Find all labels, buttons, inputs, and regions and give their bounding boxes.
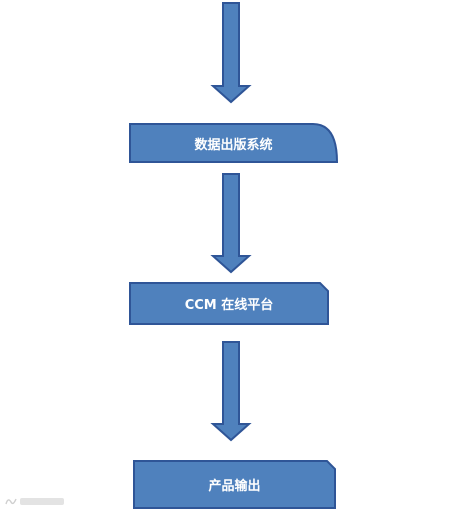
flow-arrow-entry — [210, 2, 252, 104]
watermark-logo — [5, 498, 64, 505]
node-label: 产品输出 — [208, 479, 261, 494]
node-product-output: 产品输出 — [132, 459, 337, 510]
flow-arrow-1-to-2 — [210, 173, 252, 274]
node-label: 数据出版系统 — [194, 137, 273, 153]
node-data-publishing-system: 数据出版系统 — [128, 122, 339, 164]
node-label: CCM 在线平台 — [184, 298, 274, 313]
flow-arrow-2-to-3 — [210, 341, 252, 442]
node-ccm-online-platform: CCM 在线平台 — [128, 281, 330, 326]
